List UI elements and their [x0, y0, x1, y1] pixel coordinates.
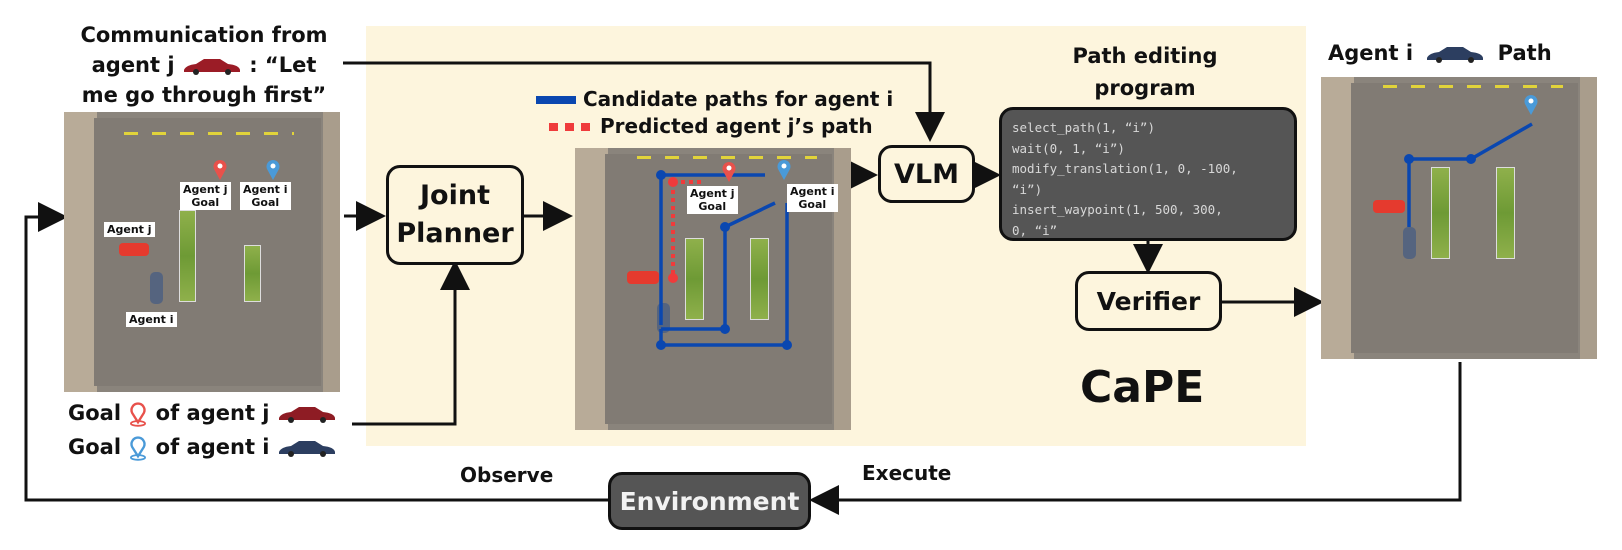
communication-agent-label: agent j	[91, 53, 175, 77]
path-overlay	[1404, 122, 1533, 227]
agent-i-goal-pin-icon	[777, 160, 791, 180]
blue-pin-icon	[130, 436, 147, 461]
arrow-goals-to-planner	[352, 260, 470, 426]
path-editing-program: select_path(1, “i”) wait(0, 1, “i”) modi…	[999, 107, 1297, 241]
agent-j-goal-tag: Agent j Goal	[687, 186, 738, 214]
code-line: select_path(1, “i”)	[1012, 120, 1155, 135]
joint-planner-box: Joint Planner	[386, 165, 524, 265]
candidate-path-3	[659, 203, 789, 347]
arrow-output-to-environment	[809, 362, 1462, 515]
cape-label: CaPE	[1080, 362, 1205, 413]
planter	[244, 245, 261, 302]
code-line: insert_waypoint(1, 500, 300,	[1012, 202, 1223, 217]
wall	[834, 148, 851, 430]
program-heading-line2: program	[1094, 76, 1196, 100]
output-heading: Agent i Path	[1328, 38, 1552, 68]
verifier-box: Verifier	[1075, 271, 1222, 331]
parking-lot	[1351, 82, 1578, 354]
wall	[1580, 77, 1597, 359]
legend-candidate-label: Candidate paths for agent i	[583, 87, 894, 111]
joint-planner-line2: Planner	[396, 218, 514, 249]
output-path-label: Path	[1497, 41, 1552, 65]
program-heading-line1: Path editing	[1072, 44, 1218, 68]
verifier-label: Verifier	[1096, 286, 1201, 316]
observe-label: Observe	[460, 463, 554, 487]
candidate-waypoint	[656, 340, 666, 350]
red-car-icon	[278, 407, 335, 423]
legend-predicted-label: Predicted agent j’s path	[600, 114, 873, 138]
candidate-paths-map: Agent j Goal Agent i Goal	[575, 148, 851, 430]
goal-j-row: Goal of agent j	[68, 398, 337, 428]
code-line: wait(0, 1, “i”)	[1012, 140, 1125, 156]
arrow-environment-to-map	[24, 202, 608, 502]
communication-quote-start: : “Let	[249, 53, 317, 77]
agent-i-goal-pin-icon	[266, 160, 280, 180]
legend-predicted: Predicted agent j’s path	[549, 113, 893, 140]
output-agent-label: Agent i	[1328, 41, 1414, 65]
environment-label: Environment	[619, 486, 800, 516]
path-waypoint	[1466, 154, 1476, 164]
agent-i-car	[1403, 227, 1416, 259]
sidewalk	[64, 112, 98, 392]
environment-box: Environment	[608, 472, 811, 530]
path-legend: Candidate paths for agent i Predicted ag…	[536, 86, 893, 140]
planter	[179, 210, 196, 302]
agent-i-goal-tag: Agent i Goal	[787, 184, 838, 212]
blue-car-icon	[278, 441, 335, 457]
blue-line-swatch	[536, 95, 576, 104]
agent-j-goal-pin-icon	[722, 162, 736, 182]
planter	[1496, 167, 1515, 259]
joint-planner-line1: Joint	[420, 180, 490, 211]
candidate-waypoint	[720, 222, 730, 232]
planter	[750, 238, 769, 320]
red-pin-icon	[130, 402, 147, 427]
red-car-icon	[183, 59, 240, 75]
blue-car-icon	[1427, 47, 1484, 63]
goal-i-row: Goal of agent i	[68, 432, 337, 462]
planter	[1431, 167, 1450, 259]
arrow-communication-to-vlm	[343, 61, 945, 142]
program-heading: Path editing program	[1040, 40, 1250, 104]
path-waypoint	[1404, 154, 1414, 164]
agent-i-goal-tag: Agent i Goal	[240, 182, 291, 210]
vlm-box: VLM	[878, 145, 975, 203]
initial-scene-map: Agent j Goal Agent i Goal Agent j Agent …	[64, 112, 340, 392]
candidate-waypoint	[656, 170, 666, 180]
candidate-waypoint	[782, 340, 792, 350]
agent-i-tag: Agent i	[126, 312, 177, 327]
sidewalk	[575, 148, 609, 430]
code-line: “i”)	[1012, 181, 1043, 197]
agent-i-goal-pin-icon	[1524, 95, 1538, 115]
red-dotted-swatch	[549, 122, 591, 131]
agent-j-car	[1373, 200, 1405, 213]
candidate-waypoint	[720, 324, 730, 334]
planter	[685, 238, 704, 320]
goal-j-suffix: of agent j	[155, 401, 270, 425]
agent-i-car	[150, 272, 163, 304]
agent-j-goal-pin-icon	[213, 160, 227, 180]
code-line: 0, “i”	[1012, 222, 1058, 238]
code-line: modify_translation(1, 0, -100,	[1012, 161, 1238, 176]
candidate-path-2	[661, 201, 776, 331]
goal-i-prefix: Goal	[68, 435, 122, 459]
communication-text: Communication from agent j : “Let me go …	[74, 20, 334, 110]
selected-path	[1407, 122, 1533, 227]
predicted-waypoint	[668, 177, 678, 187]
agent-j-tag: Agent j	[104, 222, 155, 237]
selected-path-map	[1321, 77, 1597, 359]
goal-j-prefix: Goal	[68, 401, 122, 425]
legend-candidate: Candidate paths for agent i	[536, 86, 893, 113]
communication-line1: Communication from	[80, 23, 328, 47]
agent-j-goal-tag: Agent j Goal	[180, 182, 231, 210]
communication-line3: me go through first”	[81, 83, 327, 107]
agent-j-car	[627, 271, 659, 284]
predicted-waypoint	[668, 273, 678, 283]
execute-label: Execute	[862, 461, 952, 485]
communication-line2: agent j : “Let	[74, 50, 334, 80]
vlm-label: VLM	[894, 158, 959, 190]
agent-j-car	[119, 243, 149, 256]
sidewalk	[1321, 77, 1355, 359]
wall	[323, 112, 340, 392]
goal-i-suffix: of agent i	[155, 435, 270, 459]
